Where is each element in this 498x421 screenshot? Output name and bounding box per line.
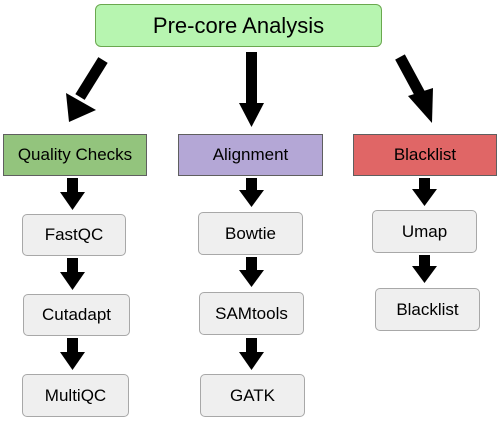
arrow-blacklist-header-to-umap <box>412 178 437 206</box>
tool-samtools: SAMtools <box>199 292 304 335</box>
tool-samtools-label: SAMtools <box>215 303 288 323</box>
tool-bowtie: Bowtie <box>198 212 303 255</box>
tool-gatk: GATK <box>200 374 305 417</box>
arrow-alignment-header-to-bowtie <box>239 178 264 207</box>
tool-fastqc: FastQC <box>22 214 126 256</box>
arrow-quality-header-to-fastqc <box>60 178 85 210</box>
arrow-bowtie-to-samtools <box>239 257 264 287</box>
tool-cutadapt-label: Cutadapt <box>42 305 111 324</box>
arrow-root-to-blacklist <box>395 54 433 123</box>
tool-umap-label: Umap <box>401 221 448 241</box>
arrow-root-to-alignment <box>239 52 264 127</box>
header-blacklist-label: Blacklist <box>393 145 457 164</box>
tool-fastqc-label: FastQC <box>44 225 104 244</box>
header-alignment-label: Alignment <box>212 145 289 164</box>
tool-multiqc: MultiQC <box>22 374 129 417</box>
tool-cutadapt: Cutadapt <box>23 294 130 336</box>
tool-bowtie-label: Bowtie <box>224 223 277 243</box>
header-blacklist: Blacklist <box>353 134 497 176</box>
tool-umap: Umap <box>372 210 477 253</box>
root-arrows <box>66 52 433 127</box>
tool-gatk-label: GATK <box>229 385 276 405</box>
root-box: Pre-core Analysis <box>95 4 382 47</box>
header-alignment: Alignment <box>178 134 323 176</box>
tool-blacklist-label: Blacklist <box>396 299 459 319</box>
arrow-fastqc-to-cutadapt <box>60 258 85 290</box>
arrow-umap-to-blacklist-tool <box>412 255 437 283</box>
tool-multiqc-label: MultiQC <box>44 385 107 405</box>
header-quality-checks-label: Quality Checks <box>17 145 133 164</box>
header-quality-checks: Quality Checks <box>3 134 147 176</box>
root-title: Pre-core Analysis <box>152 12 325 38</box>
arrow-root-to-quality <box>66 57 108 122</box>
column-arrows <box>60 178 437 370</box>
arrow-samtools-to-gatk <box>239 338 264 370</box>
tool-blacklist: Blacklist <box>375 288 480 331</box>
arrow-cutadapt-to-multiqc <box>60 338 85 370</box>
